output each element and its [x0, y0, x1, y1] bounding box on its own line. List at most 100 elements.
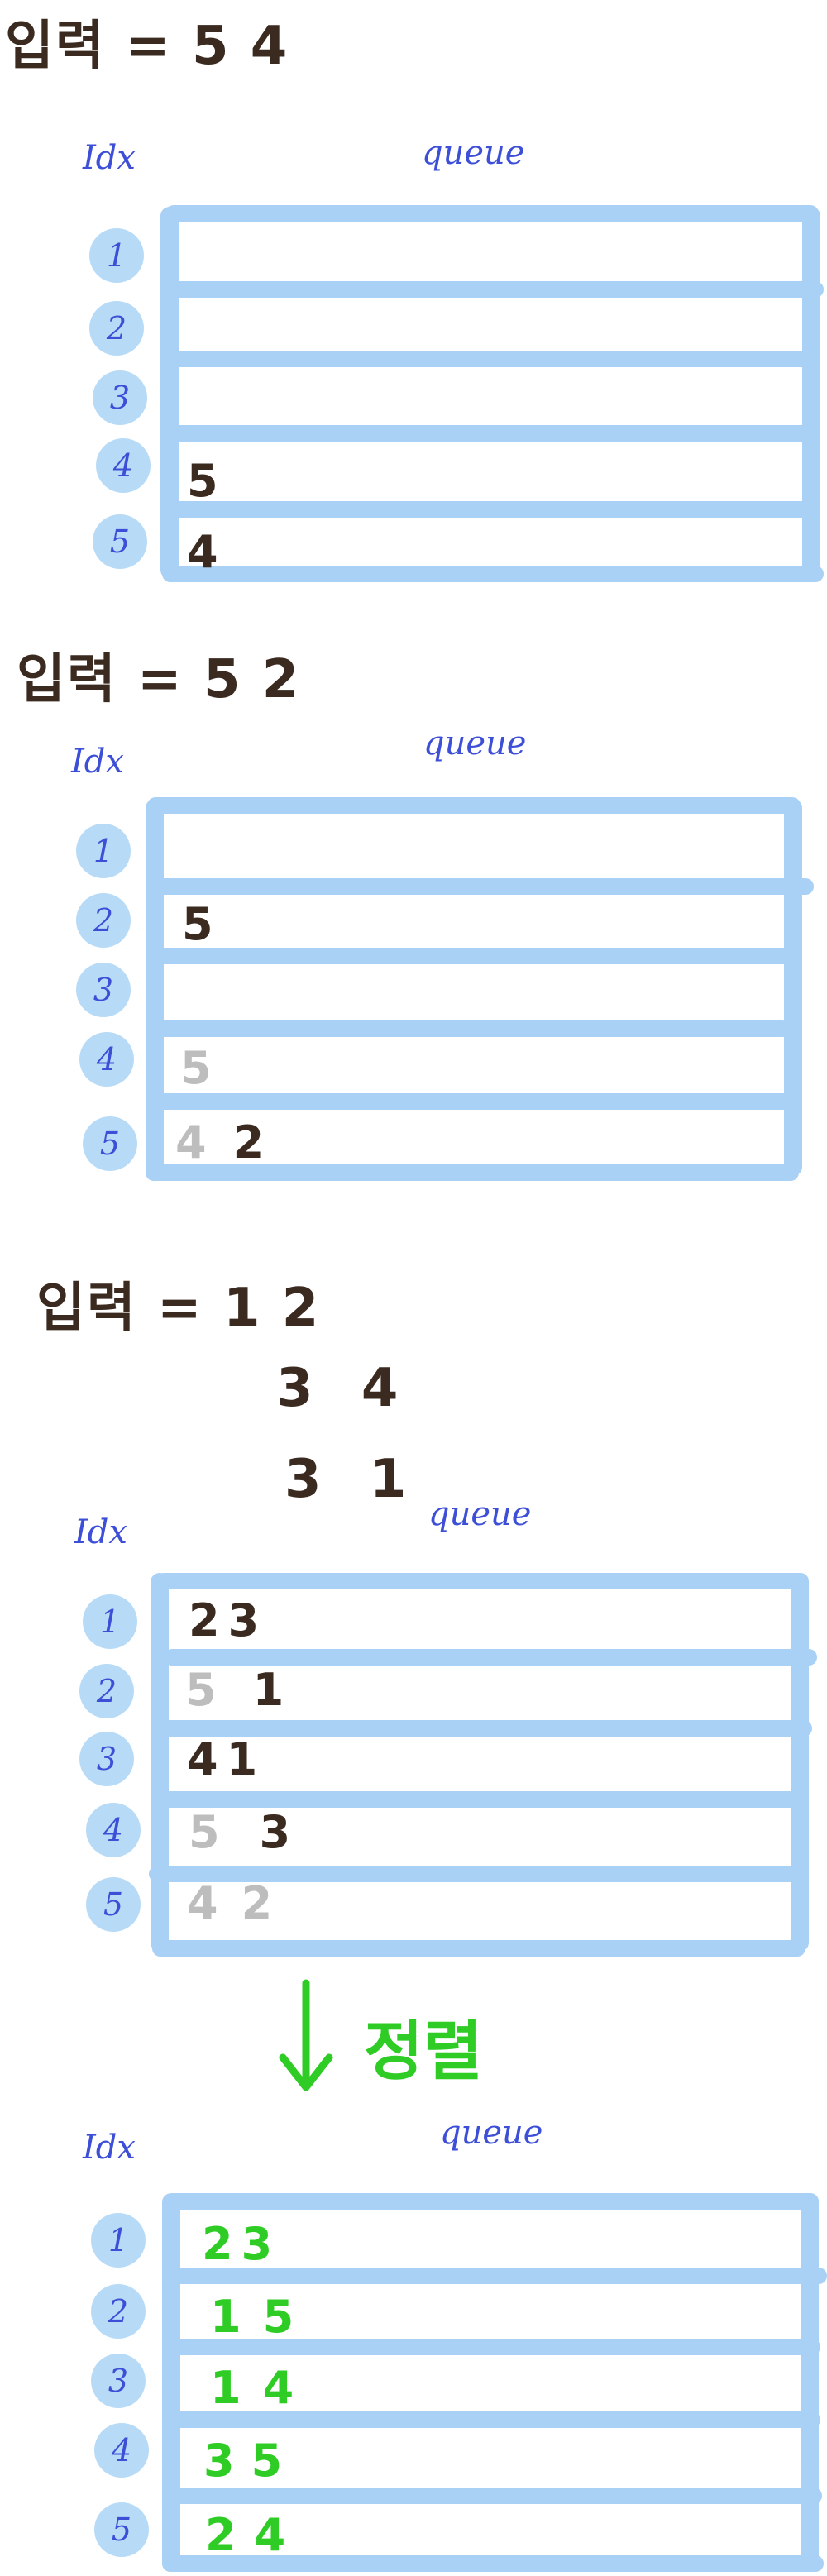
queue-row-line	[152, 878, 814, 895]
queue-value: 1	[210, 2290, 250, 2343]
queue-label: queue	[423, 724, 527, 762]
idx-label: Idx	[83, 2129, 136, 2167]
idx-circle: 5	[83, 1116, 137, 1171]
queue-value: 5	[182, 897, 222, 950]
queue-value: 4	[254, 2508, 294, 2561]
queue-row-line	[164, 2488, 822, 2504]
queue-row-line	[165, 205, 819, 222]
queue-row-line	[146, 948, 799, 964]
input-label: 입력 = 5 2	[17, 649, 301, 710]
queue-left-border	[160, 207, 179, 579]
queue-value: 4	[187, 525, 227, 578]
queue-cell: 5 3	[189, 1803, 299, 1861]
idx-label: Idx	[71, 743, 124, 781]
idx-circle: 3	[79, 1732, 134, 1786]
idx-circle: 2	[76, 893, 131, 948]
queue-value: 2	[232, 1116, 273, 1169]
queue-cell: 2 3	[202, 2215, 280, 2273]
queue-right-border	[802, 207, 820, 579]
queue-row-line	[149, 1093, 794, 1110]
idx-label: Idx	[74, 1513, 127, 1551]
queue-value: 4	[187, 1732, 227, 1785]
queue-value: 1	[226, 1732, 266, 1785]
section-1: 입력 = 5 4 Idx queue 1 2 3 4 5 5 4	[0, 0, 827, 582]
idx-circle: 4	[86, 1803, 141, 1857]
queue-cell: 2 4	[205, 2506, 294, 2564]
queue-value: 5	[187, 454, 227, 507]
input-label: 입력 = 5 4	[5, 16, 289, 77]
idx-circle: 5	[86, 1877, 141, 1932]
queue-row-line	[165, 501, 819, 518]
queue-row-line	[165, 2193, 819, 2210]
queue-cell: 4 1	[187, 1730, 265, 1788]
queue-value: 5	[180, 1041, 220, 1094]
idx-circle: 2	[91, 2284, 146, 2339]
queue-row-line	[155, 1573, 809, 1589]
queue-left-border	[162, 2193, 180, 2570]
queue-row-line	[146, 1164, 799, 1181]
section-3: 입력 = 1 2 3 4 3 1 Idx queue 1 2 3 4 5 2 3…	[36, 1278, 817, 1957]
queue-cell: 4	[187, 523, 227, 581]
queue-cell: 1 4	[210, 2359, 302, 2416]
queue-left-border	[151, 1573, 169, 1952]
queue-row-line	[146, 1020, 791, 1037]
queue-value: 4	[262, 2361, 303, 2414]
idx-circle: 1	[76, 824, 131, 878]
queue-label: queue	[428, 1495, 532, 1533]
queue-row-line	[162, 425, 815, 442]
idx-circle: 2	[79, 1664, 134, 1718]
queue-row-line	[164, 1649, 817, 1666]
queue-value: 2	[202, 2217, 241, 2270]
input-label: 입력 = 1 2	[36, 1278, 321, 1339]
input-line: 3 4	[276, 1358, 414, 1419]
idx-circle: 4	[94, 2423, 149, 2478]
queue-value: 5	[185, 1663, 225, 1716]
queue-value: 1	[252, 1663, 293, 1716]
queue-row-line	[162, 2411, 820, 2428]
queue-value: 2	[205, 2508, 245, 2561]
queue-row-line	[162, 2339, 820, 2355]
queue-row-line	[147, 797, 801, 814]
idx-circle: 5	[93, 514, 147, 569]
idx-circle: 4	[79, 1032, 134, 1087]
queue-label: queue	[422, 134, 525, 172]
queue-row-line	[162, 566, 824, 582]
queue-cell: 5	[187, 452, 227, 509]
queue-right-border	[801, 2193, 819, 2570]
queue-value: 5	[251, 2434, 291, 2487]
idx-circle: 1	[89, 228, 144, 283]
idx-circle: 1	[83, 1594, 137, 1649]
queue-right-border	[791, 1573, 809, 1952]
queue-row-line	[149, 1866, 802, 1882]
queue-cell: 4 2	[175, 1113, 272, 1171]
queue-cell: 5 1	[185, 1661, 292, 1718]
queue-cell: 4 2	[187, 1874, 280, 1932]
queue-cell: 1 5	[210, 2287, 302, 2345]
queue-row-line	[169, 2268, 827, 2284]
queue-value: 2	[189, 1594, 228, 1646]
section-2: 입력 = 5 2 Idx queue 1 2 3 4 5 5 5 4 2	[0, 0, 827, 1199]
queue-label: queue	[440, 2114, 543, 2152]
queue-row-line	[151, 1791, 801, 1808]
down-arrow-icon	[279, 1979, 333, 2091]
queue-value: 4	[187, 1876, 227, 1929]
idx-circle: 5	[94, 2502, 149, 2557]
idx-circle: 1	[91, 2213, 146, 2268]
sort-label: 정렬	[364, 2014, 483, 2089]
queue-value: 5	[262, 2290, 303, 2343]
idx-circle: 3	[91, 2354, 146, 2408]
queue-row-line	[154, 1720, 812, 1737]
queue-value: 3	[227, 1594, 268, 1646]
input-line: 3 1	[284, 1449, 422, 1510]
idx-circle: 4	[96, 438, 151, 493]
queue-value: 5	[189, 1805, 228, 1858]
idx-circle: 3	[76, 963, 131, 1017]
queue-value: 1	[210, 2361, 250, 2414]
idx-label: Idx	[83, 139, 136, 177]
queue-row-line	[170, 281, 824, 298]
idx-circle: 3	[93, 370, 147, 425]
idx-circle: 2	[89, 301, 144, 356]
queue-value: 3	[259, 1805, 299, 1858]
queue-cell: 5	[180, 1039, 220, 1097]
